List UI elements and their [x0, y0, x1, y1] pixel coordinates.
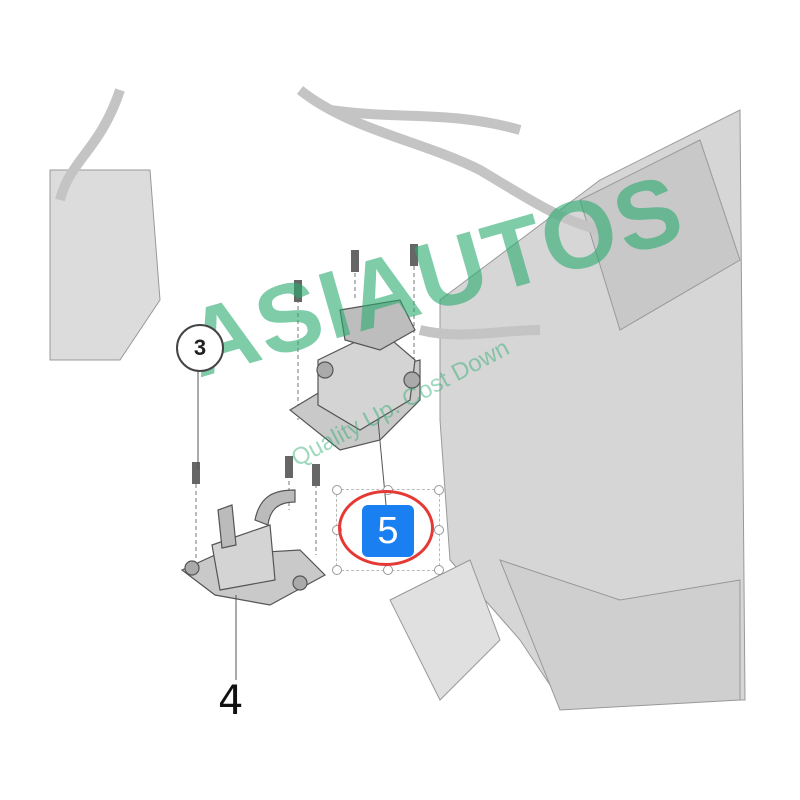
callout-part-3[interactable]: 3 — [176, 324, 224, 372]
resize-handle[interactable] — [383, 565, 393, 575]
part-4-cooler-drawing — [180, 489, 326, 606]
engine-block-drawing — [49, 109, 746, 711]
hoses — [55, 86, 602, 340]
resize-handle[interactable] — [332, 485, 342, 495]
resize-handle[interactable] — [434, 525, 444, 535]
selection-box[interactable] — [332, 485, 444, 575]
highlight-ring — [338, 490, 434, 566]
part-5-cooler-drawing — [288, 299, 421, 451]
resize-handle[interactable] — [434, 485, 444, 495]
callout-part-5-badge[interactable]: 5 — [362, 505, 414, 557]
callout-part-4[interactable]: 4 — [218, 678, 244, 724]
resize-handle[interactable] — [332, 565, 342, 575]
resize-handle[interactable] — [434, 565, 444, 575]
bolts — [192, 244, 418, 486]
